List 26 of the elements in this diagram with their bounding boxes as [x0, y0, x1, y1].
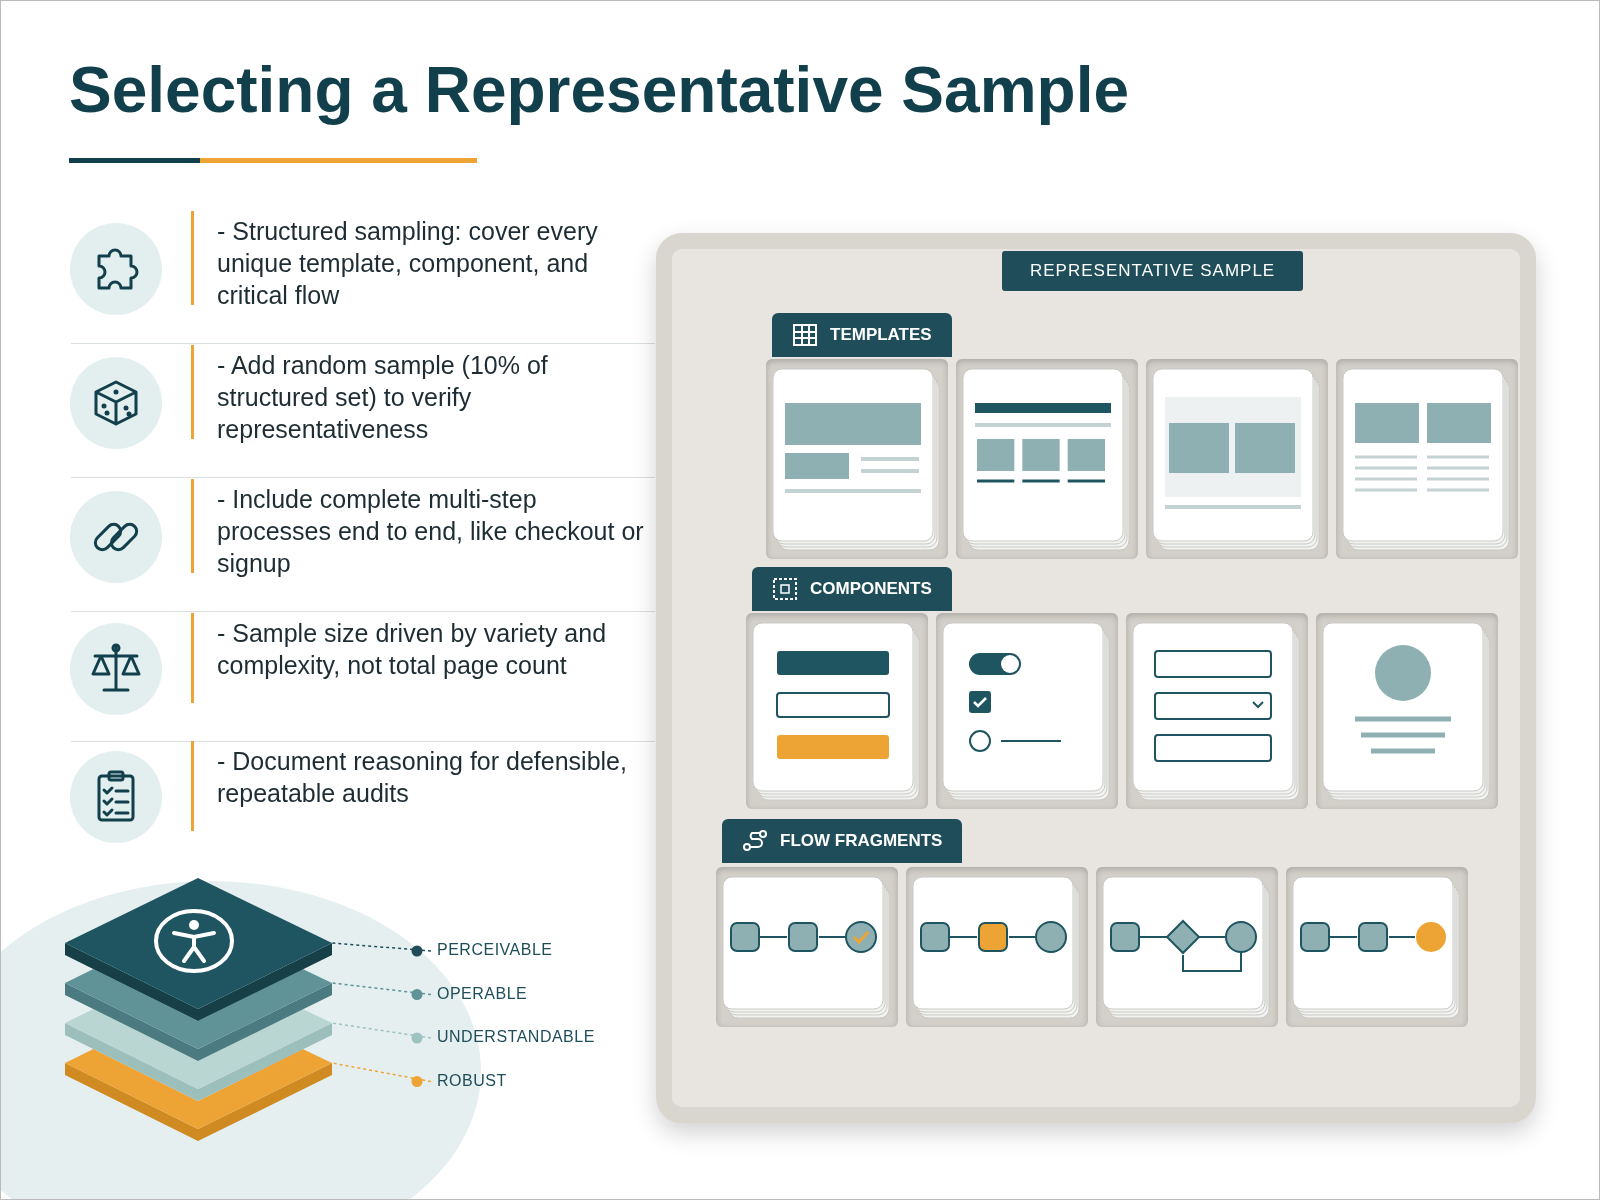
layer-plate [65, 1009, 332, 1101]
layer-label: PERCEIVABLE [437, 941, 553, 959]
bullet-text: - Sample size driven by variety and complexity, not total page count [217, 618, 608, 681]
section-label: COMPONENTS [810, 579, 932, 599]
layer-plate [65, 1049, 332, 1141]
layer-plate [65, 969, 332, 1061]
title: Selecting a Representative Sample [69, 53, 1129, 127]
tray [656, 233, 1536, 1123]
leader-line [331, 1022, 432, 1044]
leader-line [331, 942, 432, 957]
section-tab [772, 313, 952, 357]
layer-label: ROBUST [437, 1071, 507, 1090]
leader-line [331, 1062, 432, 1087]
bullet-text: - Document reasoning for defensible, repeatable audits [217, 746, 628, 809]
layer-label: OPERABLE [437, 984, 528, 1003]
section-label: TEMPLATES [830, 325, 932, 345]
bullet-text: - Structured sampling: cover every unique template, component, and critical flow [217, 216, 599, 311]
bullet-text: - Add random sample (10% of structured set) to verify representativeness [217, 350, 549, 445]
bullet-text: - Include complete multi-step processes end to end, like checkout or signup [217, 484, 645, 579]
leader-line [331, 982, 432, 1000]
section-label: FLOW FRAGMENTS [780, 831, 943, 851]
layer-plate [65, 878, 332, 1021]
sign-plate: REPRESENTATIVE SAMPLE [1002, 251, 1304, 291]
section-tab [752, 567, 952, 611]
layer-label: UNDERSTANDABLE [437, 1028, 595, 1046]
section-tab [722, 819, 963, 863]
